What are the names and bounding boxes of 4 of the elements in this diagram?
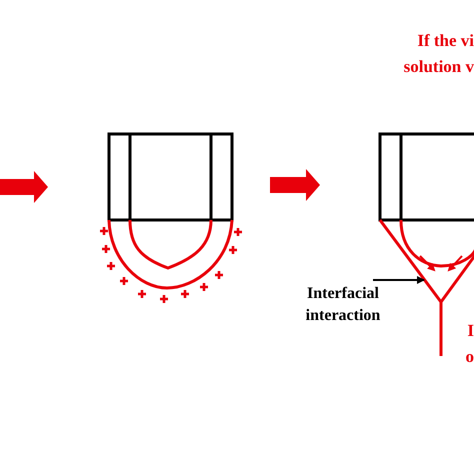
note-text: I o bbox=[464, 320, 474, 368]
note-text: If the vi solution v bbox=[402, 30, 474, 78]
leader-arrow bbox=[373, 276, 425, 284]
callout-text: Interfacial interaction bbox=[292, 283, 394, 327]
